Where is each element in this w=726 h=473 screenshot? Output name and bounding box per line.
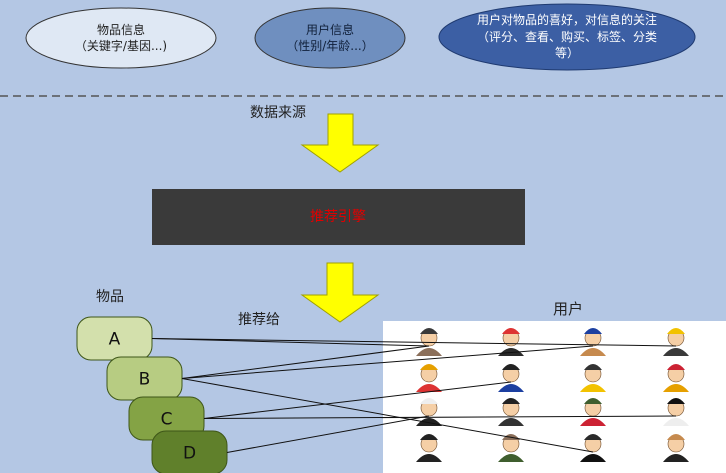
item-label: A	[109, 330, 121, 350]
police-officer-icon	[663, 328, 689, 356]
recommendation-engine-box: 推荐引擎	[152, 189, 525, 245]
chef-avatar-icon	[663, 398, 689, 426]
source-detail: （关键字/基因...)	[75, 38, 167, 53]
source-detail-cont: 等）	[555, 46, 579, 60]
avatar-hat	[502, 398, 520, 404]
recommendation-link	[203, 381, 512, 419]
users-heading: 用户	[553, 300, 583, 318]
source-title: 物品信息	[97, 22, 145, 37]
item-box-a: A	[76, 316, 153, 361]
avatar-body	[416, 384, 442, 392]
recommend-to-label: 推荐给	[238, 312, 280, 328]
recommendation-link	[203, 415, 677, 419]
item-label: D	[183, 444, 196, 464]
avatar-hat	[584, 328, 602, 334]
recommendation-links	[151, 338, 677, 453]
avatar-body	[580, 454, 606, 462]
avatar-hat	[584, 398, 602, 404]
item-box-d: D	[151, 430, 228, 473]
recommendation-link	[181, 345, 430, 379]
avatar-hat	[584, 364, 602, 370]
construction-worker-icon	[580, 364, 606, 392]
avatar-body	[580, 418, 606, 426]
avatar-body	[663, 454, 689, 462]
item-label: C	[161, 410, 173, 430]
nurse-avatar-icon	[580, 398, 606, 426]
avatar-body	[580, 384, 606, 392]
avatar-hat	[667, 364, 685, 370]
data-source-label: 数据来源	[250, 105, 306, 121]
avatar-body	[663, 418, 689, 426]
woman-avatar-icon	[416, 434, 442, 462]
avatar-body	[580, 348, 606, 356]
avatar-hat	[420, 328, 438, 334]
avatar-body	[663, 348, 689, 356]
recommendation-link	[181, 378, 594, 453]
avatar-hat	[667, 398, 685, 404]
down-arrow-icon	[300, 113, 380, 173]
recommendation-link	[181, 345, 594, 379]
source-detail: （性别/年龄...）	[286, 39, 374, 53]
source-detail: （评分、查看、购买、标签、分类	[477, 29, 657, 44]
rabbi-avatar-icon	[580, 434, 606, 462]
avatar-hat	[502, 328, 520, 334]
source-title: 用户对物品的喜好，对信息的关注	[477, 12, 657, 27]
avatar-body	[498, 418, 524, 426]
fan-avatar-icon	[416, 364, 442, 392]
source-user-info: 用户信息 （性别/年龄...）	[254, 7, 406, 69]
item-box-b: B	[106, 356, 183, 401]
graduate-avatar-icon	[498, 398, 524, 426]
avatar-body	[498, 454, 524, 462]
recommendation-link	[151, 338, 430, 347]
diver-avatar-icon	[498, 364, 524, 392]
engine-label: 推荐引擎	[310, 209, 366, 225]
avatar-body	[416, 348, 442, 356]
source-user-preference: 用户对物品的喜好，对信息的关注 （评分、查看、购买、标签、分类 等）	[438, 3, 696, 71]
source-title: 用户信息	[306, 22, 354, 37]
down-arrow-icon	[300, 262, 380, 323]
avatar-body	[498, 384, 524, 392]
avatar-hat	[584, 434, 602, 440]
avatar-body	[663, 384, 689, 392]
avatar-body	[416, 454, 442, 462]
source-item-info: 物品信息 （关键字/基因...)	[25, 7, 217, 69]
avatar-hat	[420, 364, 438, 370]
avatar-hat	[667, 328, 685, 334]
worker-avatar-icon	[580, 328, 606, 356]
recommendation-link	[226, 415, 430, 453]
items-heading: 物品	[96, 289, 124, 305]
recommendation-link	[151, 338, 677, 347]
firefighter-icon	[663, 364, 689, 392]
avatar-hat	[667, 434, 685, 440]
witch-avatar-icon	[663, 434, 689, 462]
avatar-hat	[502, 364, 520, 370]
avatar-hat	[420, 398, 438, 404]
avatar-hat	[420, 434, 438, 440]
item-label: B	[139, 370, 151, 390]
